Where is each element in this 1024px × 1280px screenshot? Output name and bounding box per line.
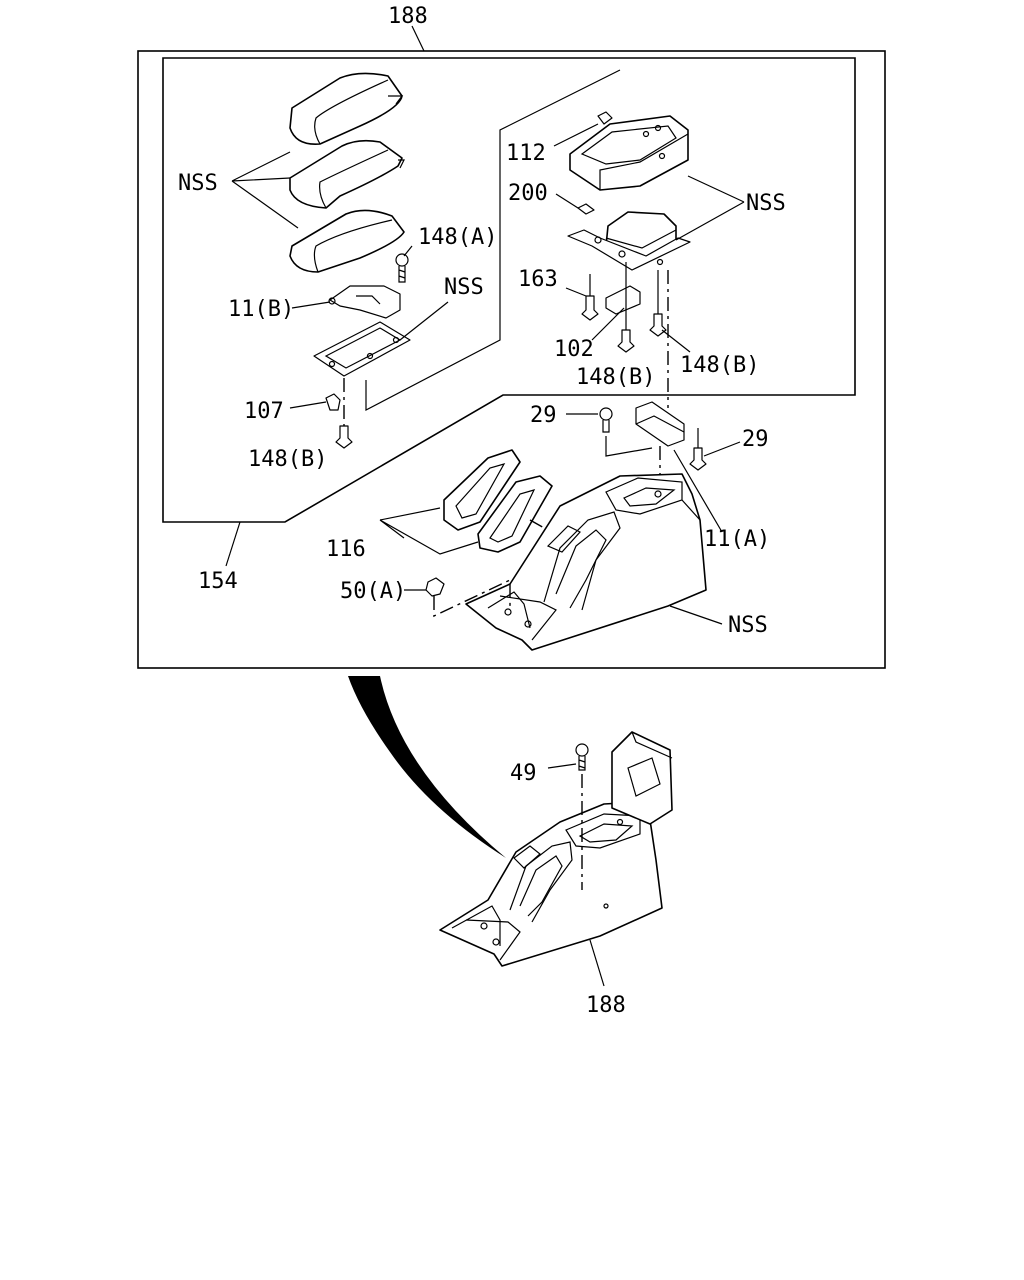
label-49: 49: [510, 761, 537, 786]
bracket-11a: [635, 401, 685, 447]
leader-49: [547, 763, 577, 769]
screw-148b-mid: [617, 329, 635, 353]
console-body: [465, 473, 707, 651]
leader-163: [565, 287, 587, 297]
plate-nss: [313, 321, 411, 377]
screw-29-right: [689, 447, 707, 471]
leader-116: [379, 507, 479, 555]
label-148a: 148(A): [418, 225, 497, 250]
clip-200: [577, 203, 595, 215]
leader-112: [553, 123, 599, 147]
bezel-lower: [477, 475, 553, 553]
console-box-bottom: [567, 211, 691, 271]
label-11a: 11(A): [704, 527, 770, 552]
label-nss-box: NSS: [746, 191, 786, 216]
label-148b-mid: 148(B): [576, 365, 655, 390]
screw-148b-left: [335, 425, 353, 449]
outer-frame: [137, 50, 886, 669]
leader-11a: [673, 449, 723, 533]
console-box-top: [569, 115, 689, 191]
leader-102: [591, 307, 625, 341]
leader-nss-console: [669, 605, 723, 625]
clip-50a: [425, 577, 445, 597]
armrest-cover-2: [289, 139, 405, 209]
clip-107: [325, 393, 341, 411]
label-nss-plate: NSS: [444, 275, 484, 300]
label-188-top: 188: [388, 4, 428, 29]
screw-49: [575, 743, 589, 771]
armrest-cover-1: [289, 72, 404, 145]
inner-frame-154: [162, 57, 856, 523]
label-11b: 11(B): [228, 297, 294, 322]
leader-154: [225, 521, 241, 567]
label-200: 200: [508, 181, 548, 206]
leader-nss-box: [675, 175, 745, 241]
label-102: 102: [554, 337, 594, 362]
axis-50a: [433, 578, 511, 618]
leader-nss-plate: [399, 301, 449, 341]
axis-box-console: [659, 270, 669, 490]
leader-188-top: [411, 25, 425, 52]
leader-11b: [291, 301, 331, 309]
bracket-11b: [328, 285, 401, 319]
label-nss-covers: NSS: [178, 171, 218, 196]
label-107: 107: [244, 399, 284, 424]
label-163: 163: [518, 267, 558, 292]
armrest-cover-3: [289, 209, 405, 273]
leader-200: [555, 193, 579, 209]
label-50a: 50(A): [340, 579, 406, 604]
label-154: 154: [198, 569, 238, 594]
screw-29-left: [599, 407, 613, 433]
leader-29-right: [703, 441, 741, 457]
leader-107: [289, 401, 327, 409]
label-116: 116: [326, 537, 366, 562]
label-148b-right: 148(B): [680, 353, 759, 378]
leader-188-bottom: [589, 939, 605, 987]
separator-line: [365, 69, 621, 411]
label-188-bottom: 188: [586, 993, 626, 1018]
screw-148a: [395, 253, 409, 283]
bezel-upper: [443, 449, 521, 531]
leader-148b-right: [661, 329, 691, 353]
label-nss-console: NSS: [728, 613, 768, 638]
label-148b-left: 148(B): [248, 447, 327, 472]
screw-163: [581, 295, 599, 321]
assembly-arrow: [348, 676, 506, 858]
nss-covers-leader: [231, 151, 299, 229]
leader-148a: [403, 245, 413, 257]
bracket-102: [605, 285, 641, 315]
clip-112: [597, 111, 613, 125]
assembled-console: [439, 731, 673, 967]
screw-148b-right: [649, 313, 667, 337]
label-112: 112: [506, 141, 546, 166]
axis-29-left: [605, 436, 653, 457]
label-29-right: 29: [742, 427, 769, 452]
label-29-left: 29: [530, 403, 557, 428]
